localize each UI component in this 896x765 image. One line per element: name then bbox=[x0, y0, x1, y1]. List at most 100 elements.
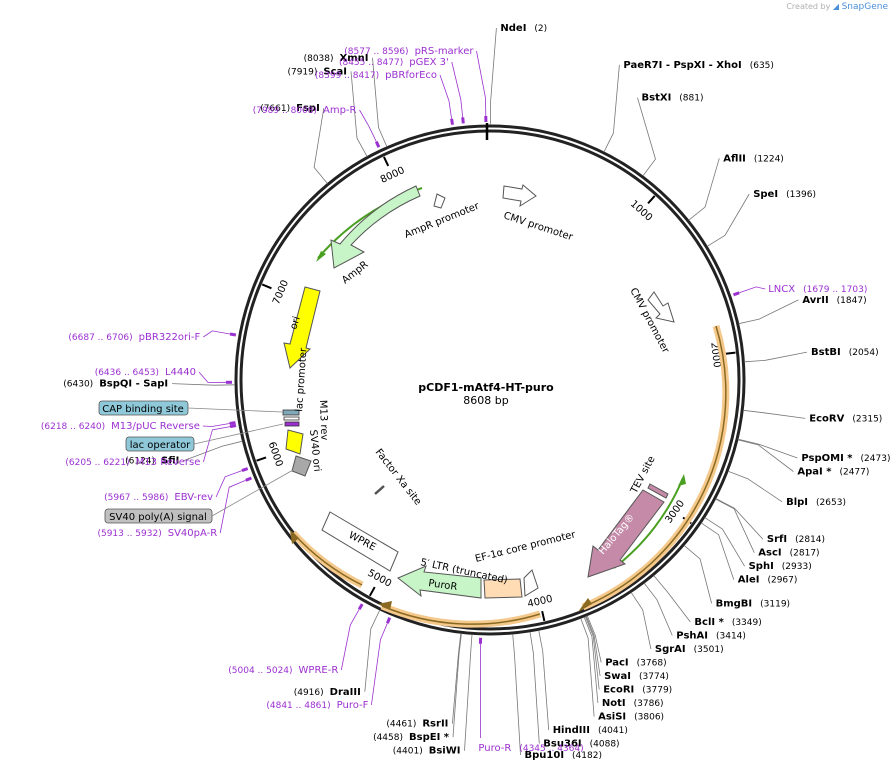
primer-name: LNCX bbox=[768, 284, 795, 295]
primer-label: (6436 .. 6453) L4440 bbox=[95, 367, 196, 378]
enzyme-name: HindIII bbox=[553, 725, 590, 736]
enzyme-label: NdeI (2) bbox=[500, 23, 547, 34]
backbone-outer bbox=[234, 124, 746, 636]
enzyme-position: (1847) bbox=[837, 296, 867, 306]
enzyme-label: BstBI(2054) bbox=[811, 347, 879, 358]
primer-site: Puro-R(4345 .. 4364) bbox=[478, 637, 584, 754]
enzyme-label: AvrII(1847) bbox=[802, 295, 866, 306]
primer-leader bbox=[359, 109, 377, 142]
enzyme-position: (3349) bbox=[732, 618, 762, 628]
enzyme-label: BlpI(2653) bbox=[786, 497, 846, 508]
enzyme-site: AvrII(1847) bbox=[738, 295, 867, 325]
enzyme-leader bbox=[172, 383, 236, 386]
feature-halotag bbox=[587, 489, 665, 578]
primer-site: (5913 .. 5932)SV40pA-R bbox=[97, 476, 252, 539]
enzyme-leader bbox=[715, 498, 755, 553]
enzyme-position: (3119) bbox=[760, 599, 790, 609]
enzyme-leader bbox=[584, 616, 600, 690]
enzyme-label: (6430)BspQI - SapI bbox=[63, 379, 168, 390]
primer-mark bbox=[241, 467, 249, 473]
green-arc-amp-head bbox=[316, 251, 326, 262]
enzyme-label: (8038)XmnI bbox=[304, 53, 369, 64]
enzyme-site: SphI(2933) bbox=[704, 517, 812, 572]
enzyme-leader bbox=[538, 630, 550, 731]
primer-site: (6218 .. 6240)M13/pUC Reverse bbox=[41, 421, 236, 432]
enzyme-name: PshAI bbox=[676, 631, 708, 642]
enzyme-leader bbox=[452, 633, 462, 724]
primer-mark bbox=[229, 332, 237, 337]
label-sv40-ori: SV40 ori bbox=[307, 429, 322, 472]
feature-ef1a bbox=[483, 578, 523, 599]
enzyme-name: BsiWI bbox=[429, 746, 461, 757]
enzyme-position: (2814) bbox=[795, 535, 825, 545]
primer-name: WPRE-R bbox=[299, 665, 339, 676]
enzyme-position: (4041) bbox=[598, 726, 628, 736]
primer-site: (6687 .. 6706)pBR322ori-F bbox=[68, 330, 237, 343]
enzyme-name: BspEI * bbox=[409, 732, 450, 743]
enzyme-site: (4916)DraIII bbox=[294, 609, 381, 698]
enzyme-leader bbox=[643, 582, 673, 636]
enzyme-leader bbox=[452, 633, 462, 738]
enzyme-label: SrfI(2814) bbox=[767, 534, 825, 545]
enzyme-name: PaeR7I - PspXI - XhoI bbox=[623, 60, 741, 71]
primer-mark bbox=[450, 118, 454, 125]
tick-label: 5000 bbox=[366, 568, 394, 590]
enzyme-name: NdeI bbox=[500, 23, 526, 34]
enzyme-name: AscI bbox=[758, 548, 781, 559]
primer-site: (5004 .. 5024)WPRE-R bbox=[228, 603, 364, 676]
primer-leader bbox=[219, 479, 246, 534]
enzyme-leader bbox=[653, 575, 691, 623]
enzyme-leader bbox=[583, 616, 599, 704]
tick-mark bbox=[383, 156, 390, 167]
enzyme-leader bbox=[744, 351, 808, 363]
feature-sv40-polya bbox=[291, 455, 312, 477]
enzyme-position: (2054) bbox=[849, 348, 879, 358]
enzyme-name: DraIII bbox=[330, 687, 361, 698]
primer-range: (6218 .. 6240) bbox=[41, 422, 105, 432]
feature-ampr-promoter bbox=[433, 193, 446, 209]
primer-range: (6436 .. 6453) bbox=[95, 368, 159, 378]
enzyme-leader bbox=[603, 64, 620, 153]
enzyme-label: SphI(2933) bbox=[749, 561, 812, 572]
primer-label: (5004 .. 5024)WPRE-R bbox=[228, 665, 338, 676]
primer-range: (8577 .. 8596) bbox=[344, 47, 408, 57]
enzyme-position: (3806) bbox=[634, 713, 664, 723]
feature-factor-xa bbox=[374, 485, 385, 495]
enzyme-layer: NdeI(2)PaeR7I - PspXI - XhoI(635)BstXI(8… bbox=[63, 23, 890, 761]
tick-mark bbox=[368, 586, 376, 597]
primer-name: L4440 bbox=[165, 367, 196, 378]
enzyme-site: SgrAI(3501) bbox=[630, 592, 724, 655]
enzyme-name: AsiSI bbox=[598, 712, 626, 723]
enzyme-name: AleI bbox=[738, 575, 760, 586]
feature-cmv-promoter-2 bbox=[647, 291, 675, 323]
svg-text:lac operator: lac operator bbox=[130, 440, 191, 451]
label-ampr: AmpR bbox=[340, 259, 370, 286]
primer-name: pGEX 3' bbox=[409, 57, 449, 68]
tick-mark bbox=[541, 610, 546, 622]
primer-site: (4841 .. 4861)Puro-F bbox=[266, 617, 392, 711]
enzyme-site: (7661)FspI bbox=[260, 103, 328, 184]
enzyme-site: Bsu36I(4088) bbox=[529, 631, 620, 750]
enzyme-position: (2) bbox=[534, 24, 547, 34]
primer-leader bbox=[203, 330, 231, 338]
enzyme-label: AsiSI (3806) bbox=[598, 712, 664, 723]
enzyme-leader bbox=[738, 299, 799, 325]
label-puror: PuroR bbox=[428, 578, 458, 593]
primer-range: (8455 .. 8477) bbox=[339, 58, 403, 68]
primer-label: (5913 .. 5932)SV40pA-R bbox=[97, 528, 217, 539]
enzyme-label: PshAI(3414) bbox=[676, 631, 746, 642]
enzyme-site: SwaI(3774) bbox=[585, 616, 669, 682]
tick-mark bbox=[256, 456, 267, 462]
enzyme-label: HindIII (4041) bbox=[553, 725, 628, 736]
enzyme-label: (4401)BsiWI bbox=[393, 746, 461, 757]
enzyme-leader bbox=[706, 193, 750, 247]
tick-label: 8000 bbox=[379, 165, 407, 186]
enzyme-position: (4182) bbox=[572, 751, 602, 761]
enzyme-label: Bpu10I(4182) bbox=[525, 750, 602, 761]
primer-label: (8455 .. 8477) pGEX 3' bbox=[339, 57, 449, 68]
enzyme-site: (4401)BsiWI bbox=[393, 634, 473, 757]
label-ampr-promoter: AmpR promoter bbox=[403, 200, 482, 240]
enzyme-leader bbox=[529, 631, 540, 744]
green-arc-tev-head bbox=[678, 474, 686, 486]
enzyme-site: (6430)BspQI - SapI bbox=[63, 379, 236, 390]
